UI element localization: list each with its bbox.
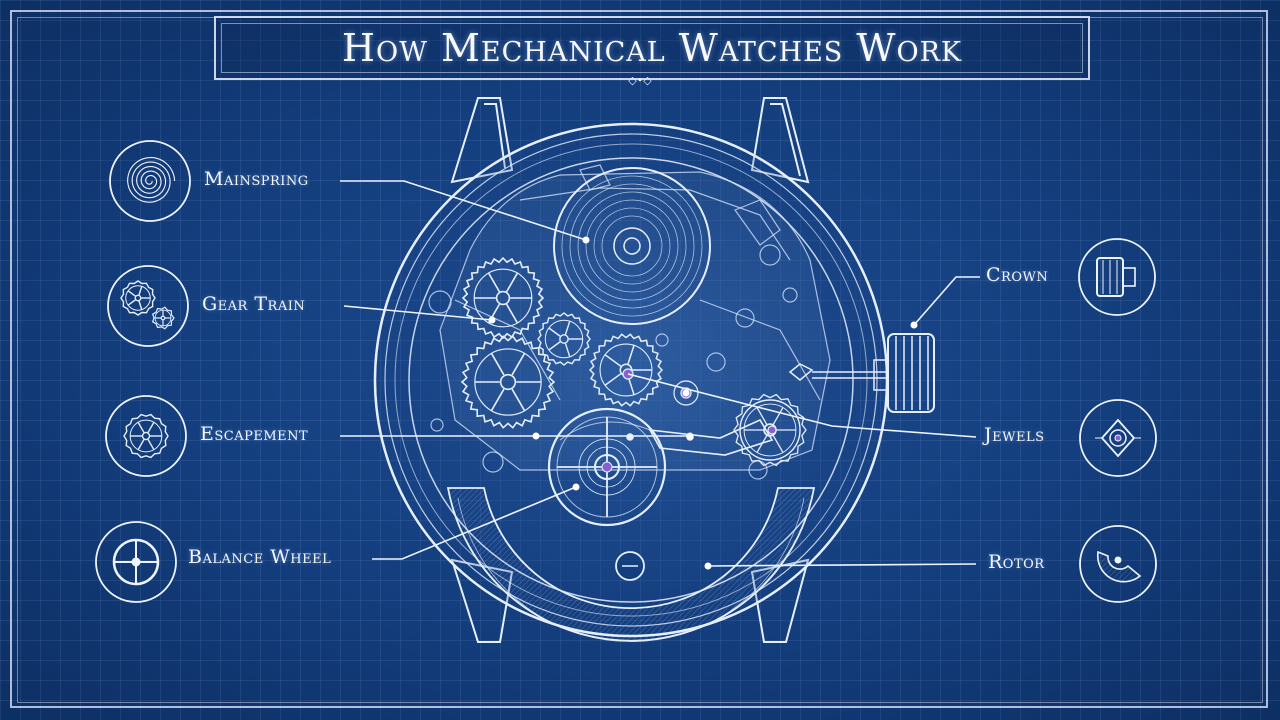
balance-wheel [547, 407, 667, 527]
jewel-icon [1079, 399, 1157, 477]
icon-gear-large [120, 280, 156, 316]
label-balance-wheel: Balance Wheel [188, 546, 332, 568]
gear-wheel-upper [461, 256, 545, 340]
label-rotor: Rotor [988, 551, 1045, 573]
icon-escape-wheel [123, 413, 169, 459]
movement-plates [428, 164, 831, 480]
label-mainspring: Mainspring [204, 168, 309, 190]
icon-gear-small [151, 306, 175, 330]
crown-and-stem [788, 333, 935, 413]
page-title: How Mechanical Watches Work [341, 26, 963, 70]
title-banner: How Mechanical Watches Work [214, 16, 1090, 80]
gear-wheel-center [460, 335, 556, 429]
label-jewels: Jewels [984, 424, 1045, 446]
rotor-icon [1079, 525, 1157, 603]
crown-icon [1078, 238, 1156, 316]
label-gear-train: Gear Train [202, 293, 306, 315]
gear-train-icon [107, 265, 189, 347]
outer-frame [10, 10, 1268, 708]
gear-wheel-small [537, 312, 591, 366]
label-crown: Crown [986, 264, 1049, 286]
title-ornament-icon: ◇•◇ [628, 74, 652, 87]
label-escapement: Escapement [200, 423, 309, 445]
balance-wheel-icon [95, 521, 177, 603]
mainspring-barrel [553, 167, 711, 325]
escapement-icon [105, 395, 187, 477]
mainspring-icon [109, 140, 191, 222]
leader-dots [488, 236, 918, 570]
leader-lines [340, 180, 980, 567]
